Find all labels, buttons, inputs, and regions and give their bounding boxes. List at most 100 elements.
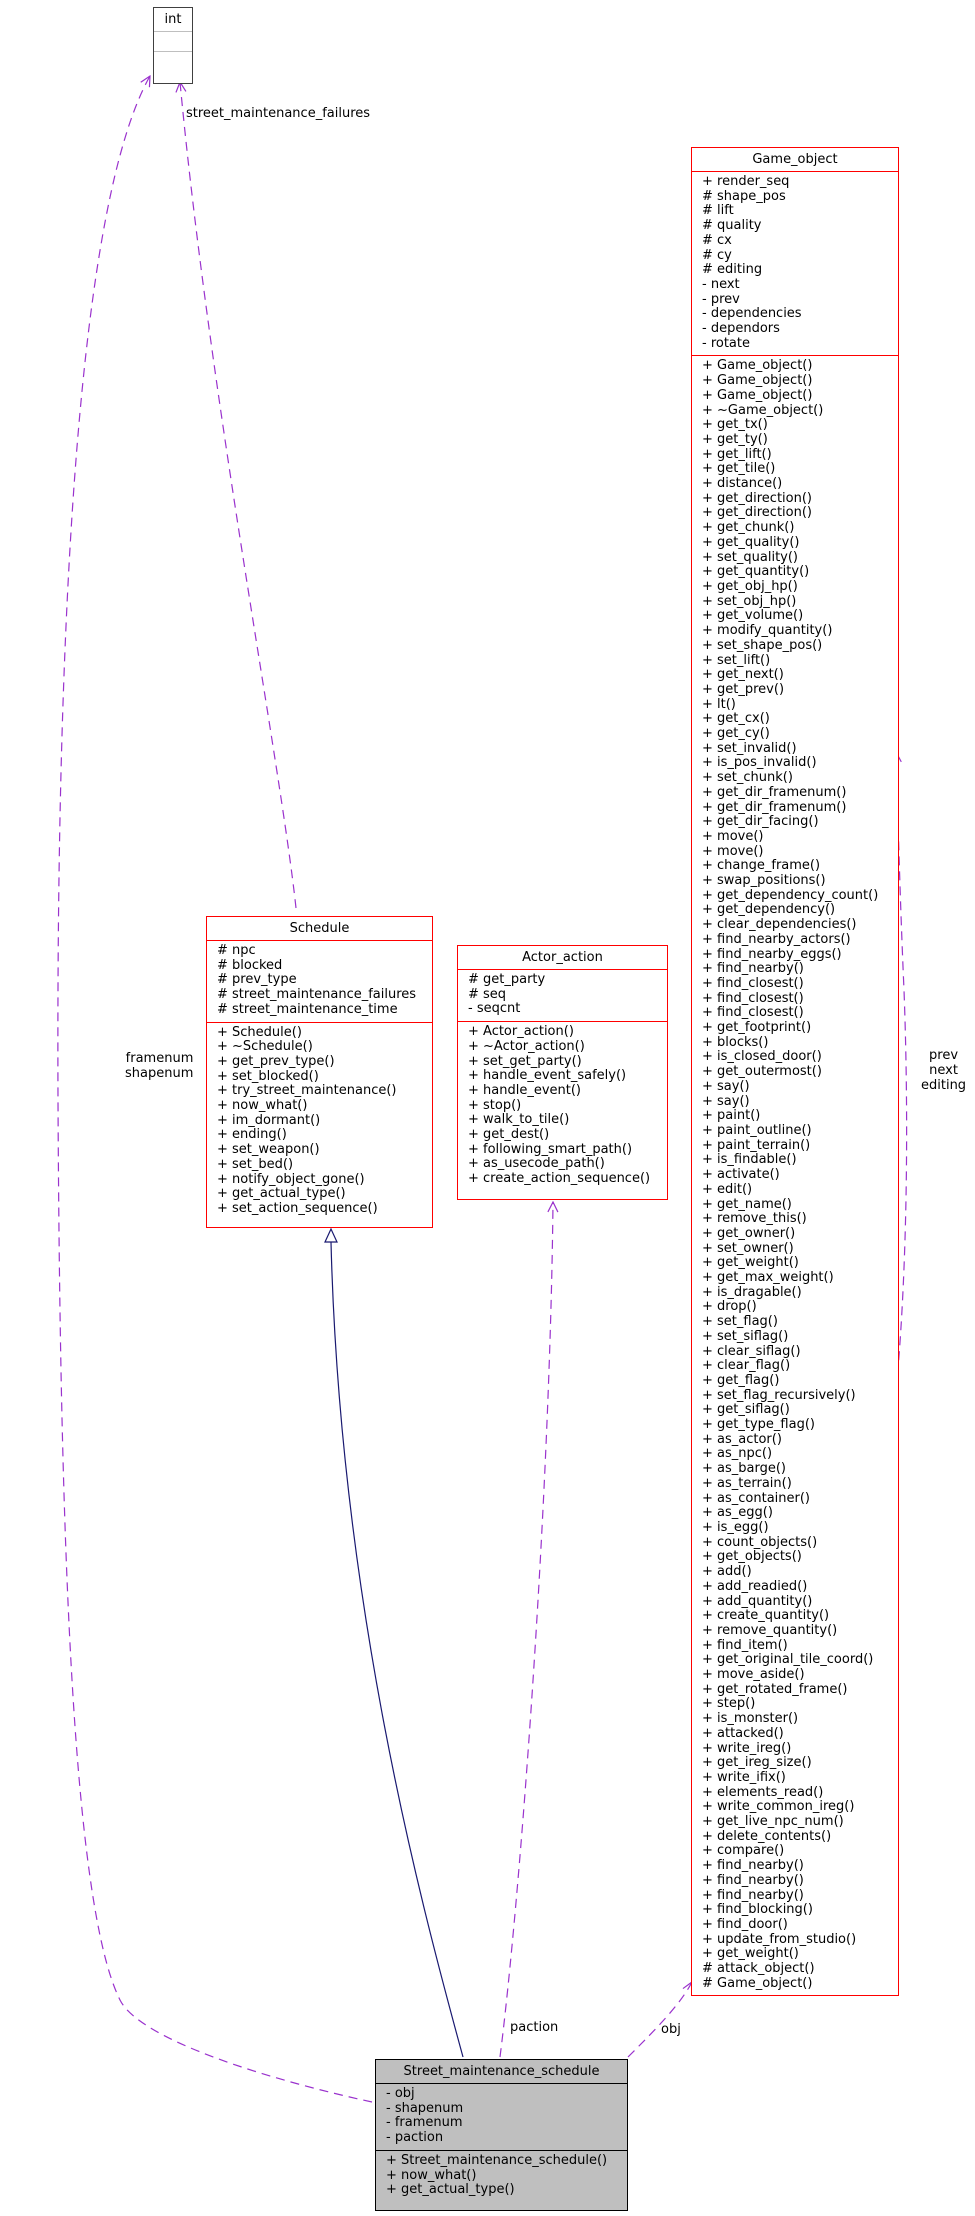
class-schedule-methods: + Schedule()+ ~Schedule()+ get_prev_type… bbox=[207, 1021, 432, 1221]
class-member: + add_readied() bbox=[702, 1578, 808, 1594]
class-member: + ~Actor_action() bbox=[468, 1038, 585, 1054]
class-member: + get_quality() bbox=[702, 534, 800, 550]
class-member: # prev_type bbox=[217, 972, 297, 988]
class-member: + as_egg() bbox=[702, 1505, 773, 1521]
class-member: + clear_flag() bbox=[702, 1358, 791, 1374]
class-member: # street_maintenance_time bbox=[217, 1001, 398, 1017]
class-game-object[interactable]: Game_object + render_seq# shape_pos# lif… bbox=[691, 147, 899, 1996]
class-int-title: int bbox=[164, 12, 182, 27]
class-member: + get_tx() bbox=[702, 417, 768, 433]
class-member: + following_smart_path() bbox=[468, 1141, 633, 1157]
class-member: + as_npc() bbox=[702, 1446, 773, 1462]
class-member: + get_prev_type() bbox=[217, 1053, 335, 1069]
class-member: + get_owner() bbox=[702, 1225, 796, 1241]
class-member: + set_get_party() bbox=[468, 1053, 582, 1069]
class-member: + elements_read() bbox=[702, 1784, 824, 1800]
class-member: + get_original_tile_coord() bbox=[702, 1652, 874, 1668]
class-member: + is_monster() bbox=[702, 1711, 799, 1727]
class-street-maintenance-schedule-methods: + Street_maintenance_schedule()+ now_wha… bbox=[376, 2149, 627, 2202]
label-shapenum: shapenum bbox=[125, 1066, 194, 1081]
class-member: + im_dormant() bbox=[217, 1112, 321, 1128]
label-self-reference: prev next editing bbox=[921, 1048, 966, 1093]
class-int-methods bbox=[154, 51, 192, 71]
class-member: + write_ireg() bbox=[702, 1740, 792, 1756]
class-int-attributes bbox=[154, 31, 192, 51]
class-member: + try_street_maintenance() bbox=[217, 1083, 397, 1099]
class-member: + get_quantity() bbox=[702, 564, 810, 580]
class-member: - rotate bbox=[702, 335, 750, 351]
class-member: + find_nearby_actors() bbox=[702, 931, 851, 947]
class-member: - prev bbox=[702, 291, 740, 307]
class-member: + say() bbox=[702, 1078, 750, 1094]
class-member: + find_nearby() bbox=[702, 1872, 804, 1888]
class-member: + edit() bbox=[702, 1181, 753, 1197]
label-paction: paction bbox=[510, 2020, 559, 2035]
class-member: + stop() bbox=[468, 1097, 522, 1113]
class-member: - framenum bbox=[386, 2115, 463, 2131]
class-member: + say() bbox=[702, 1093, 750, 1109]
class-member: + get_ty() bbox=[702, 431, 768, 447]
class-game-object-title: Game_object bbox=[752, 152, 838, 167]
class-member: + as_barge() bbox=[702, 1461, 786, 1477]
class-member: + get_max_weight() bbox=[702, 1270, 834, 1286]
class-member: + ending() bbox=[217, 1127, 287, 1143]
class-member: + drop() bbox=[702, 1299, 757, 1315]
label-prev: prev bbox=[929, 1048, 959, 1063]
class-member: + find_closest() bbox=[702, 975, 804, 991]
class-member: + set_quality() bbox=[702, 549, 799, 565]
class-member: + blocks() bbox=[702, 1034, 769, 1050]
class-member: + remove_this() bbox=[702, 1211, 807, 1227]
class-member: + set_blocked() bbox=[217, 1068, 319, 1084]
class-member: # Game_object() bbox=[702, 1975, 813, 1991]
class-member: # cy bbox=[702, 247, 732, 263]
class-member: + paint() bbox=[702, 1108, 761, 1124]
class-member: + get_obj_hp() bbox=[702, 578, 798, 594]
class-member: + Game_object() bbox=[702, 387, 813, 403]
class-schedule[interactable]: Schedule # npc# blocked# prev_type# stre… bbox=[206, 916, 433, 1228]
class-member: + get_lift() bbox=[702, 446, 772, 462]
class-member: + set_flag_recursively() bbox=[702, 1387, 856, 1403]
class-member: + set_bed() bbox=[217, 1156, 294, 1172]
class-member: + get_dependency_count() bbox=[702, 887, 879, 903]
class-member: + get_chunk() bbox=[702, 520, 795, 536]
class-member: + get_name() bbox=[702, 1196, 792, 1212]
class-actor-action[interactable]: Actor_action # get_party# seq- seqcnt + … bbox=[457, 945, 668, 1200]
class-member: + set_siflag() bbox=[702, 1328, 789, 1344]
class-member: + get_tile() bbox=[702, 461, 776, 477]
class-member: + Game_object() bbox=[702, 358, 813, 374]
edge-sms-to-game-object bbox=[627, 1982, 692, 2058]
class-member: + find_nearby_eggs() bbox=[702, 946, 842, 962]
class-member: + get_dir_framenum() bbox=[702, 799, 847, 815]
class-member: + get_dir_facing() bbox=[702, 814, 819, 830]
class-member: # npc bbox=[217, 943, 256, 958]
edge-sms-to-int bbox=[57, 76, 373, 2103]
class-member: # street_maintenance_failures bbox=[217, 987, 417, 1003]
class-int[interactable]: int bbox=[153, 7, 193, 84]
class-member: + get_volume() bbox=[702, 608, 804, 624]
class-member: + lt() bbox=[702, 696, 736, 712]
class-member: + get_rotated_frame() bbox=[702, 1681, 848, 1697]
label-framenum-shapenum: framenum shapenum bbox=[125, 1051, 193, 1081]
class-member: + Game_object() bbox=[702, 373, 813, 389]
class-member: + get_flag() bbox=[702, 1372, 780, 1388]
class-member: + attacked() bbox=[702, 1725, 784, 1741]
class-member: + modify_quantity() bbox=[702, 623, 833, 639]
class-member: + find_nearby() bbox=[702, 961, 804, 977]
class-member: + swap_positions() bbox=[702, 873, 826, 889]
class-member: + get_direction() bbox=[702, 505, 812, 521]
class-member: - obj bbox=[386, 2086, 415, 2101]
class-member: + get_prev() bbox=[702, 681, 785, 697]
class-member: - dependencies bbox=[702, 306, 802, 322]
class-member: + is_egg() bbox=[702, 1519, 769, 1535]
class-member: + set_owner() bbox=[702, 1240, 794, 1256]
class-street-maintenance-schedule[interactable]: Street_maintenance_schedule - obj- shape… bbox=[375, 2059, 628, 2211]
class-member: + clear_siflag() bbox=[702, 1343, 801, 1359]
class-member: + activate() bbox=[702, 1167, 780, 1183]
class-member: + get_dependency() bbox=[702, 902, 836, 918]
class-street-maintenance-schedule-title: Street_maintenance_schedule bbox=[403, 2064, 600, 2079]
class-member: + set_lift() bbox=[702, 652, 771, 668]
class-member: + get_next() bbox=[702, 667, 784, 683]
class-member: + set_invalid() bbox=[702, 740, 797, 756]
class-member: + is_findable() bbox=[702, 1152, 797, 1168]
class-member: + move_aside() bbox=[702, 1667, 805, 1683]
